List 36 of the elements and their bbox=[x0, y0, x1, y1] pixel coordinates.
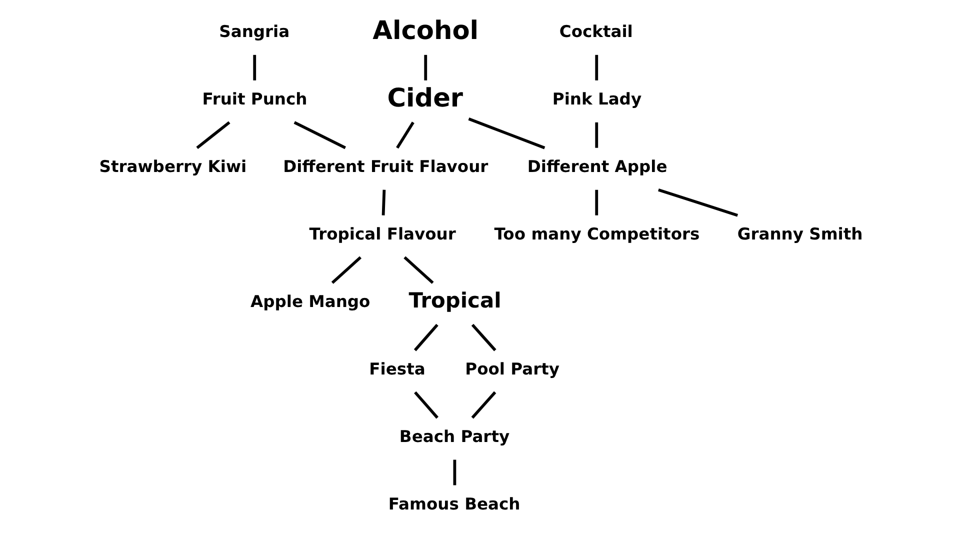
connector bbox=[294, 121, 346, 150]
connector bbox=[424, 54, 428, 80]
connector bbox=[595, 122, 598, 148]
node-text: Different Fruit Flavour bbox=[283, 156, 488, 176]
node-text: Famous Beach bbox=[388, 494, 520, 514]
connector bbox=[331, 256, 362, 284]
node-text: Pink Lady bbox=[552, 89, 642, 108]
connector bbox=[382, 190, 386, 216]
connector bbox=[404, 256, 434, 284]
node-text: Cider bbox=[387, 84, 464, 114]
node-text: Granny Smith bbox=[737, 224, 863, 244]
connector bbox=[396, 122, 414, 149]
node-text: Fruit Punch bbox=[202, 89, 308, 108]
node-text: Tropical Flavour bbox=[309, 224, 456, 244]
connector bbox=[414, 324, 438, 352]
connector bbox=[196, 121, 230, 149]
connector bbox=[253, 54, 256, 80]
connector bbox=[471, 391, 496, 419]
node-text: Strawberry Kiwi bbox=[99, 156, 247, 176]
connector bbox=[471, 324, 496, 352]
connector bbox=[658, 188, 738, 217]
node-text: Alcohol bbox=[372, 16, 479, 46]
connector bbox=[595, 190, 598, 216]
connector bbox=[595, 54, 598, 80]
node-text: Pool Party bbox=[465, 359, 560, 378]
node-text: Beach Party bbox=[399, 426, 510, 446]
node-text: Sangria bbox=[219, 22, 290, 41]
connector bbox=[414, 391, 438, 419]
node-text: Too many Competitors bbox=[494, 224, 700, 244]
node-text: Apple Mango bbox=[250, 292, 370, 311]
node-text: Cocktail bbox=[559, 22, 633, 41]
connector bbox=[468, 118, 546, 150]
node-text: Different Apple bbox=[527, 156, 668, 176]
node-text: Tropical bbox=[408, 288, 502, 313]
connector bbox=[453, 460, 456, 486]
node-text: Fiesta bbox=[369, 359, 426, 378]
